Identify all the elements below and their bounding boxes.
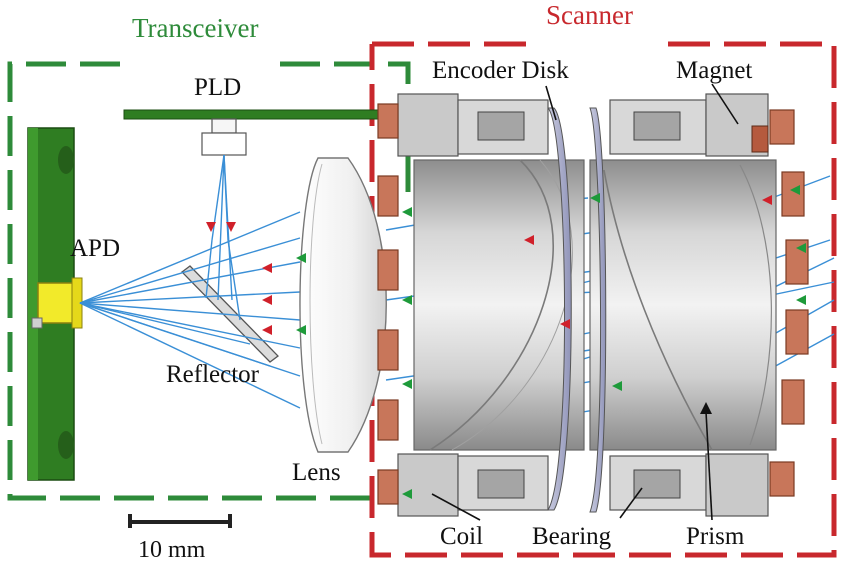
scale-bar (128, 514, 232, 528)
beam-line (79, 302, 301, 349)
encoder-disk-label: Encoder Disk (432, 57, 569, 84)
beam-line (223, 154, 233, 301)
lens-label: Lens (292, 459, 341, 486)
bearing-housing-bottom (397, 453, 769, 517)
beam-line (205, 239, 213, 299)
pld-board (123, 109, 401, 120)
scanner-title: Scanner (546, 0, 633, 30)
prism-cylinder-right (589, 159, 777, 451)
beam-line (79, 261, 301, 304)
apd-detector (31, 277, 83, 329)
prism-pointer-arrow (700, 402, 712, 414)
encoder-disk (546, 107, 607, 513)
coils (377, 103, 809, 505)
scale-label: 10 mm (138, 537, 206, 563)
leader-lines (431, 83, 739, 521)
beam-line (79, 211, 301, 304)
magnet (751, 125, 769, 153)
bearing-housing-top (397, 93, 769, 157)
beam-line (79, 302, 301, 409)
prism-label: Prism (686, 523, 745, 550)
beam-line (79, 302, 301, 321)
bearing-label: Bearing (532, 523, 612, 550)
lens (299, 157, 387, 453)
transceiver-title: Transceiver (132, 13, 259, 43)
magnet-label: Magnet (676, 57, 753, 84)
beam-line (79, 237, 301, 304)
prism-cylinder-left (413, 159, 585, 451)
apd-label: APD (70, 235, 121, 262)
beam-line (79, 302, 271, 367)
pld-label: PLD (194, 74, 242, 101)
pld-laser (201, 118, 247, 156)
red-arrows (206, 195, 772, 335)
beam-line (217, 154, 225, 301)
green-arrows (296, 185, 806, 499)
beam-line (227, 239, 241, 321)
beam-line (79, 291, 301, 304)
reflector-label: Reflector (166, 361, 260, 388)
coil-label: Coil (440, 523, 484, 550)
beam-line (79, 302, 251, 345)
